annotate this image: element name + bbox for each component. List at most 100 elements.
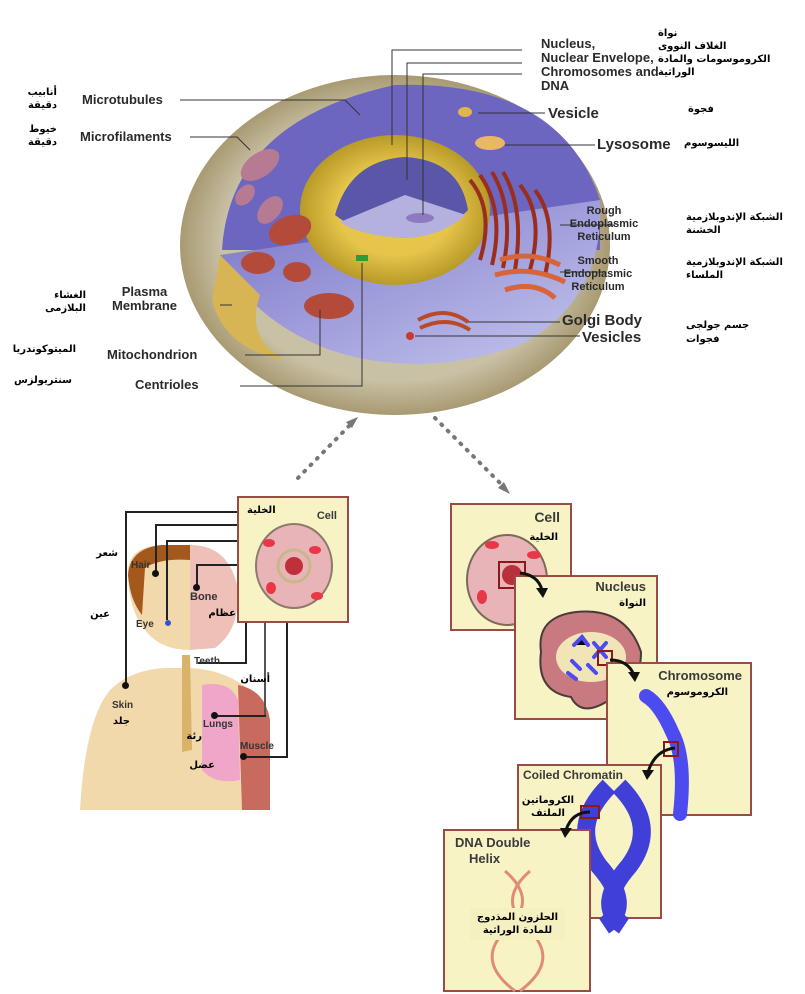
ar-label-centrioles: سنتريولزس [13,375,72,386]
ar-label-eye: عين [90,609,110,620]
vesicle [458,107,472,117]
wire-skin-top [125,511,238,513]
label-vesicle: Vesicle [548,105,599,122]
label-membrane: Membrane [112,298,178,313]
golgi-body [417,311,472,332]
seq-chromosome-title-ar: الكروموسوم [666,687,728,698]
body-cell-drawing [255,523,333,609]
organelle [485,541,499,549]
seq-chromatin-title-en: Coiled Chromatin [523,768,624,782]
organelle [266,582,276,594]
cell-drawing [180,49,615,415]
rough-er [468,170,552,276]
zoom-box [597,650,613,666]
seq-dna-en-line2: Helix [469,851,501,866]
ar-label-microtubules: أنابيب دقيقة [27,87,57,111]
mitochondrion [268,214,312,246]
lungs-dot [211,712,218,719]
vacuole [235,184,255,206]
ar-label-vesicles: فجوات [686,334,720,345]
wire-teeth-horizontal [198,662,247,664]
ar-smooth-er-line1: الشبكة الإندوبلازمية [686,257,783,268]
label-eye: Eye [136,619,154,630]
label-nucleus: Nucleus, [541,36,596,51]
body-cell-title-ar: الخلية [247,505,276,516]
wire-lungs-horizontal [214,715,266,717]
body-cell-panel: Cell الخلية [237,496,349,623]
skin-dot [122,682,129,689]
ar-label-golgi: جسم جولجى [686,320,750,331]
label-nuclear-envelope: Nuclear Envelope, [541,50,654,65]
ar-nucleus: نواة [658,28,678,39]
organelle [477,590,487,604]
seq-nucleus-title-ar: النواة [619,598,646,609]
ar-label-rough-er: الشبكة الإندوبلازمية الخشنة [686,211,801,237]
label-smooth-er-line2: Endoplasmic [563,268,633,280]
dotted-arrows [296,416,510,494]
smooth-er [494,253,567,300]
label-rough-er-line1: Rough [586,205,622,217]
wire-hair-vertical [155,524,157,572]
wire-muscle-horizontal [244,756,288,758]
lysosome [475,136,505,150]
ar-rough-er-line2: الخشنة [686,225,721,236]
chromosome-shape [639,689,689,821]
seq-dna-title-en: DNA Double Helix [455,835,530,867]
arrowhead-down-icon [498,482,510,494]
seq-cell-title-ar: الخلية [529,532,558,543]
label-rough-er: Rough Endoplasmic Reticulum [563,205,645,244]
lung [202,684,240,782]
ar-label-microfilaments: خيوط دقيقة [27,124,57,148]
label-smooth-er-line1: Smooth [577,255,619,267]
label-smooth-er-line3: Reticulum [571,281,625,293]
ar-nuclear-envelope: الغلاف النووى [658,41,727,52]
ar-label-muscle: عضل [189,760,215,771]
seq-cell-title-en: Cell [534,509,560,525]
bone-dot [193,584,200,591]
vacuole [240,149,280,181]
dotted-arrow-down [433,416,504,487]
wire-teeth-vertical [245,620,247,664]
seq-dna-ar-line2: للمادة الوراثية [482,925,553,936]
ar-genetic-material: الوراثية [658,67,695,78]
ar-label-mitochondrion: الميتوكوندريا [12,344,76,355]
seq-dna-ar-line1: الحلزون المذدوج [476,912,559,923]
label-smooth-er: Smooth Endoplasmic Reticulum [557,255,639,294]
body-cell-title-en: Cell [316,510,337,522]
ar-rough-er-line1: الشبكة الإندوبلازمية [686,212,783,223]
label-microfilaments: Microfilaments [80,129,172,144]
chromosomes [566,633,608,681]
mitochondrion [283,262,311,282]
head-right-skull [190,545,239,650]
wire-eye-vertical [166,540,168,620]
chromatin-coil-right [601,779,651,934]
ar-label-skin: جلد [112,716,130,727]
plasma-membrane-flap [212,255,285,360]
ar-smooth-er-line2: الملساء [686,270,724,281]
seq-chromatin-title-ar: الكروماتين الملتف [521,794,575,820]
label-mitochondrion: Mitochondrion [107,347,198,362]
ar-label-nucleus-group: نواة الغلاف النووى الكروموسومات والمادة … [658,27,778,79]
ar-label-hair: شعر [96,548,118,559]
seq-dna-en-line1: DNA Double [455,835,531,850]
vacuole [257,196,283,224]
label-rough-er-line2: Endoplasmic [569,218,639,230]
mitochondrion [241,252,275,274]
label-chromosomes: Chromosomes and [541,64,659,79]
seq-chromosome-title-en: Chromosome [658,668,742,683]
label-skin: Skin [112,700,134,711]
mitochondrion [304,293,354,319]
body-figure [80,545,270,810]
ar-label-bone: عظام [208,608,236,619]
organelle [311,592,323,600]
nucleus-floor [340,195,466,238]
label-muscle: Muscle [240,741,274,752]
label-golgi-body: Golgi Body [562,312,642,329]
organelle [309,546,321,554]
chromatin [406,213,434,223]
label-lungs: Lungs [203,719,233,730]
label-teeth: Teeth [194,656,220,667]
wire-eye-top [166,540,238,542]
label-dna: DNA [541,78,570,93]
ar-label-lysosome: الليسوسوم [684,138,740,149]
